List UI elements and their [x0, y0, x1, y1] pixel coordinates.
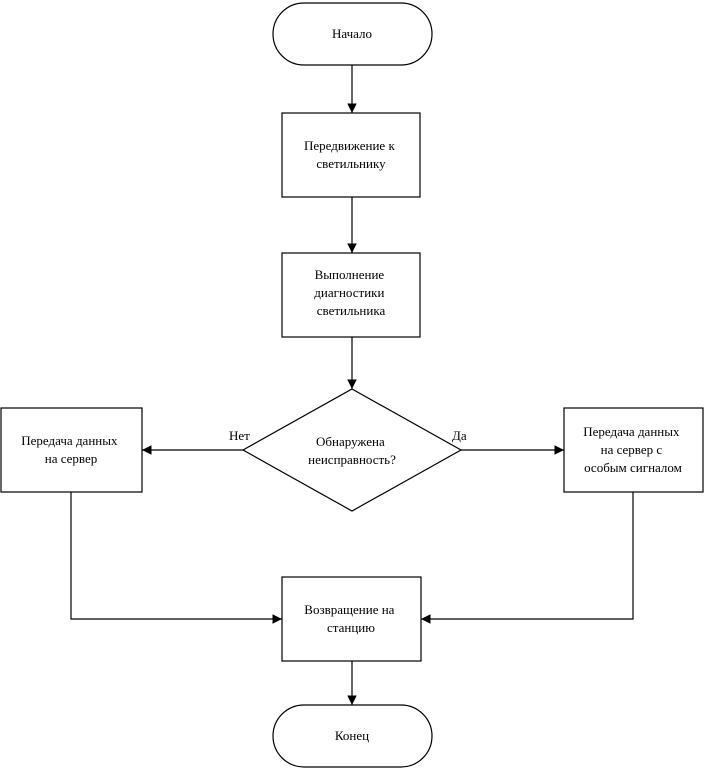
svg-text:Выполнение диагностики: Выполнение диагностики светильника — [314, 267, 387, 318]
diagnose-line-1: Выполнение — [315, 267, 385, 282]
end-terminator: Конец — [272, 704, 433, 768]
return-line-1: Возвращение на — [304, 602, 394, 617]
send-data-line-2: на сервер — [45, 451, 98, 466]
move-line-1: Передвижение к — [304, 138, 395, 153]
diagnose-line-2: диагностики — [314, 285, 384, 300]
send-signal-process: Передача данных на сервер с особым сигна… — [563, 407, 704, 493]
end-label: Конец — [335, 728, 369, 743]
connector-left-to-return — [70, 492, 282, 624]
send-signal-line-2: на сервер с — [601, 442, 663, 457]
svg-text:Обнаружена неисправность: Обнаружена неисправность? — [308, 434, 396, 467]
start-terminator: Начало — [272, 2, 433, 66]
diagnose-line-3: светильника — [317, 303, 386, 318]
move-line-2: светильнику — [316, 156, 386, 171]
diagnose-process: Выполнение диагностики светильника — [281, 252, 421, 338]
decision-line-1: Обнаружена — [316, 434, 385, 449]
no-label: Нет — [229, 428, 250, 443]
svg-text:Передача данных на серве: Передача данных на сервер — [21, 433, 120, 466]
connector-right-to-return — [421, 492, 634, 624]
send-signal-line-1: Передача данных — [583, 424, 680, 439]
send-data-line-1: Передача данных — [21, 433, 118, 448]
start-label: Начало — [332, 26, 372, 41]
fault-decision: Обнаружена неисправность? — [241, 388, 463, 512]
return-process: Возвращение на станцию — [281, 576, 422, 662]
svg-text:Передвижение к светильни: Передвижение к светильнику — [304, 138, 398, 171]
send-signal-line-3: особым сигналом — [584, 460, 682, 475]
send-data-process: Передача данных на сервер — [0, 407, 143, 493]
svg-text:Передача данных на серве: Передача данных на сервер с особым сигна… — [583, 424, 682, 475]
move-to-lamp-process: Передвижение к светильнику — [281, 112, 421, 198]
decision-line-2: неисправность? — [308, 452, 396, 467]
svg-text:Возвращение на станцию: Возвращение на станцию — [304, 602, 397, 635]
return-line-2: станцию — [327, 620, 375, 635]
yes-label: Да — [452, 428, 467, 443]
